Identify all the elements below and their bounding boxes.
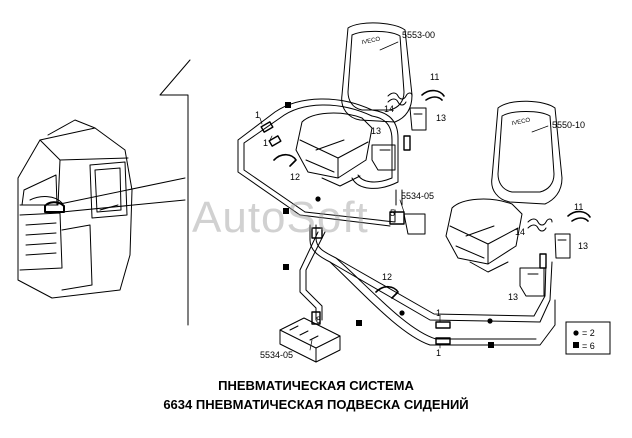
seat-badge-right: IVECO [511,117,531,127]
divider-line [159,59,191,326]
circle-marker [315,196,321,202]
label-12-upper: 12 [290,172,300,182]
watermark: AutoSoft [192,193,369,242]
legend-circle-icon [573,330,579,336]
square-marker [488,342,494,348]
label-13-right-b: 13 [508,292,518,302]
label-1-upper-a: 1 [255,110,260,120]
seat-right-code: 5550-10 [552,120,585,130]
square-marker [356,320,362,326]
label-leaders [259,41,549,351]
part-13-left-a [371,144,396,171]
part-13-right-b [554,233,571,259]
hose-markers [283,102,494,348]
label-14-left: 14 [384,104,394,114]
legend: = 2 = 6 [565,321,611,355]
label-14-right: 14 [515,227,525,237]
air-lines [237,98,556,346]
label-13-right-a: 13 [578,241,588,251]
coiled-hoses [387,92,553,232]
square-marker [283,264,289,270]
label-11-left: 11 [430,72,439,82]
legend-square-value: = 6 [582,341,595,351]
legend-circle-value: = 2 [582,328,595,338]
legend-square-icon [573,342,579,348]
circle-marker [487,318,493,324]
part-13-right-a [519,267,545,297]
fittings [260,121,547,345]
truck-cab [17,119,133,299]
square-marker [285,102,291,108]
circle-marker [399,310,405,316]
label-13-left-a: 13 [371,126,381,136]
label-1-upper-b: 1 [263,138,268,148]
label-12-lower: 12 [382,272,392,282]
leader-lines [59,177,186,213]
label-11-right: 11 [574,202,583,212]
label-8: 8 [316,315,321,325]
caption-line-1: ПНЕВМАТИЧЕСКАЯ СИСТЕМА [218,378,414,393]
part-11-right [567,210,591,222]
label-1-lower-a: 1 [436,308,441,318]
part-11-left [421,89,445,101]
part-13-left-b [409,107,427,131]
seat-badge-left: IVECO [361,36,381,46]
seat-left-code: 5553-00 [402,30,435,40]
label-13-left-b: 13 [436,113,446,123]
left-seat [295,22,413,187]
center-valve [403,213,426,235]
right-seat [445,100,563,273]
center-unit-code: 5534-05 [401,191,434,201]
part-12-lower [375,285,399,299]
part-12-upper [273,153,297,167]
lower-unit-code: 5534-05 [260,350,293,360]
label-5: 5 [390,208,395,218]
square-marker [283,208,289,214]
label-1-lower-b: 1 [436,348,441,358]
caption-line-2: 6634 ПНЕВМАТИЧЕСКАЯ ПОДВЕСКА СИДЕНИЙ [163,397,469,412]
lower-control-unit [279,317,341,363]
